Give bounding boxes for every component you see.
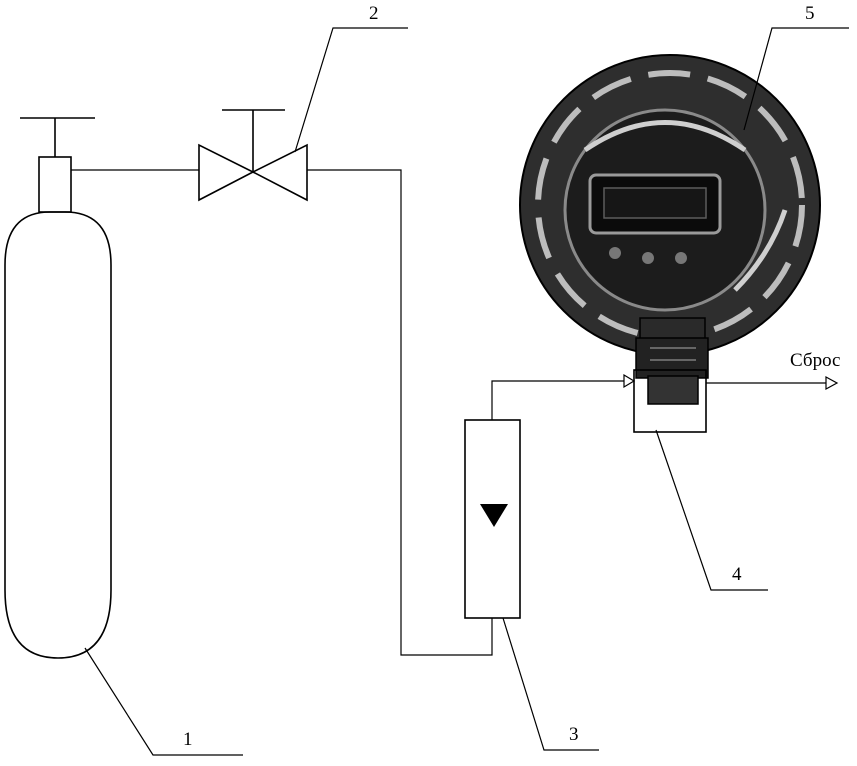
inlet-arrow-icon bbox=[623, 373, 636, 389]
detector-button-2 bbox=[642, 252, 654, 264]
detector-sensor-neck bbox=[639, 317, 706, 341]
leader-adapter bbox=[655, 429, 768, 591]
callout-detector-number: 5 bbox=[805, 3, 815, 24]
leader-valve bbox=[294, 27, 408, 153]
vent-arrow-icon bbox=[825, 375, 839, 391]
gas-cylinder bbox=[4, 117, 112, 659]
detector-button-3 bbox=[675, 252, 687, 264]
cylinder-body bbox=[4, 211, 112, 659]
flowmeter bbox=[464, 419, 521, 619]
cylinder-neck bbox=[38, 156, 72, 213]
detector-button-1 bbox=[609, 247, 621, 259]
calibration-adapter bbox=[633, 369, 707, 433]
callout-flowmeter-number: 3 bbox=[569, 724, 579, 745]
pipe-valve-to-flowmeter bbox=[307, 169, 493, 656]
pipe-flowmeter-to-adapter bbox=[491, 380, 624, 420]
callout-adapter-number: 4 bbox=[732, 564, 742, 585]
detector-display-screen bbox=[603, 187, 707, 219]
callout-cylinder-number: 1 bbox=[183, 729, 193, 750]
valve-left-triangle bbox=[198, 143, 255, 202]
detector-highlight-top bbox=[583, 120, 747, 153]
leader-detector bbox=[743, 27, 849, 131]
leader-flowmeter bbox=[502, 617, 599, 751]
gas-detector bbox=[519, 54, 821, 405]
needle-valve bbox=[198, 109, 308, 202]
detector-sensor-head bbox=[647, 375, 699, 405]
leader-cylinder bbox=[84, 647, 243, 756]
detector-sensor-body bbox=[635, 337, 709, 379]
callout-valve-number: 2 bbox=[369, 3, 379, 24]
flowmeter-float-icon bbox=[480, 504, 508, 527]
valve-right-triangle bbox=[251, 143, 308, 202]
vent-label: Сброс bbox=[790, 350, 840, 371]
detector-highlight-side bbox=[733, 209, 788, 292]
